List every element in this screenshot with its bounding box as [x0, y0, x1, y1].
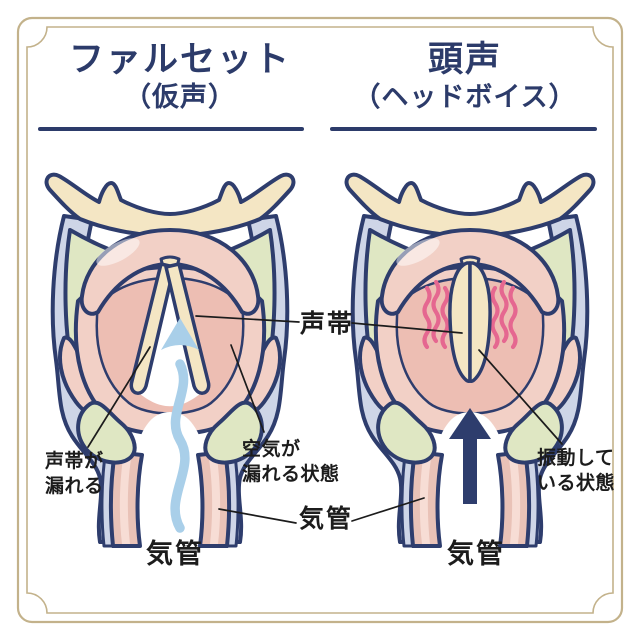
frame-inner-line — [26, 26, 614, 614]
frame-outer-line — [16, 16, 624, 624]
head-voice-subtitle: （ヘッドボイス） — [353, 82, 577, 112]
vocal-cords-closed — [448, 261, 492, 384]
trachea-mid-label: 気管 — [299, 505, 354, 533]
head-voice-title: 頭声 — [427, 40, 502, 79]
airflow-leak-arrow — [161, 318, 199, 533]
leader-air-leak — [230, 344, 265, 433]
leader-vocal-cord-leak — [87, 346, 151, 448]
vocal-cord-leak-label: 声帯が 漏れる — [45, 451, 104, 498]
trachea-right-label: 気管 — [447, 539, 505, 569]
vibrating-label: 振動して いる状態 — [537, 448, 616, 495]
airflow-blocked-arrow — [449, 408, 491, 504]
vibration-lines — [422, 279, 518, 350]
falsetto-subtitle: （仮声） — [124, 82, 236, 112]
leader-vocal-cords-left — [195, 315, 300, 323]
air-leak-label: 空気が 漏れる状態 — [242, 439, 340, 486]
leader-vocal-cords-right — [351, 322, 463, 334]
leader-vibrating — [478, 349, 563, 445]
leader-trachea-right — [351, 497, 425, 522]
falsetto-title-underline — [38, 127, 304, 131]
leader-trachea-left — [218, 508, 297, 524]
head-voice-title-underline — [330, 127, 597, 131]
falsetto-larynx-diagram — [30, 168, 310, 548]
vocal-cords-label: 声帯 — [300, 310, 355, 338]
falsetto-title: ファルセット — [68, 40, 291, 79]
trachea-left-label: 気管 — [146, 539, 204, 569]
head-voice-larynx-diagram — [330, 168, 610, 548]
